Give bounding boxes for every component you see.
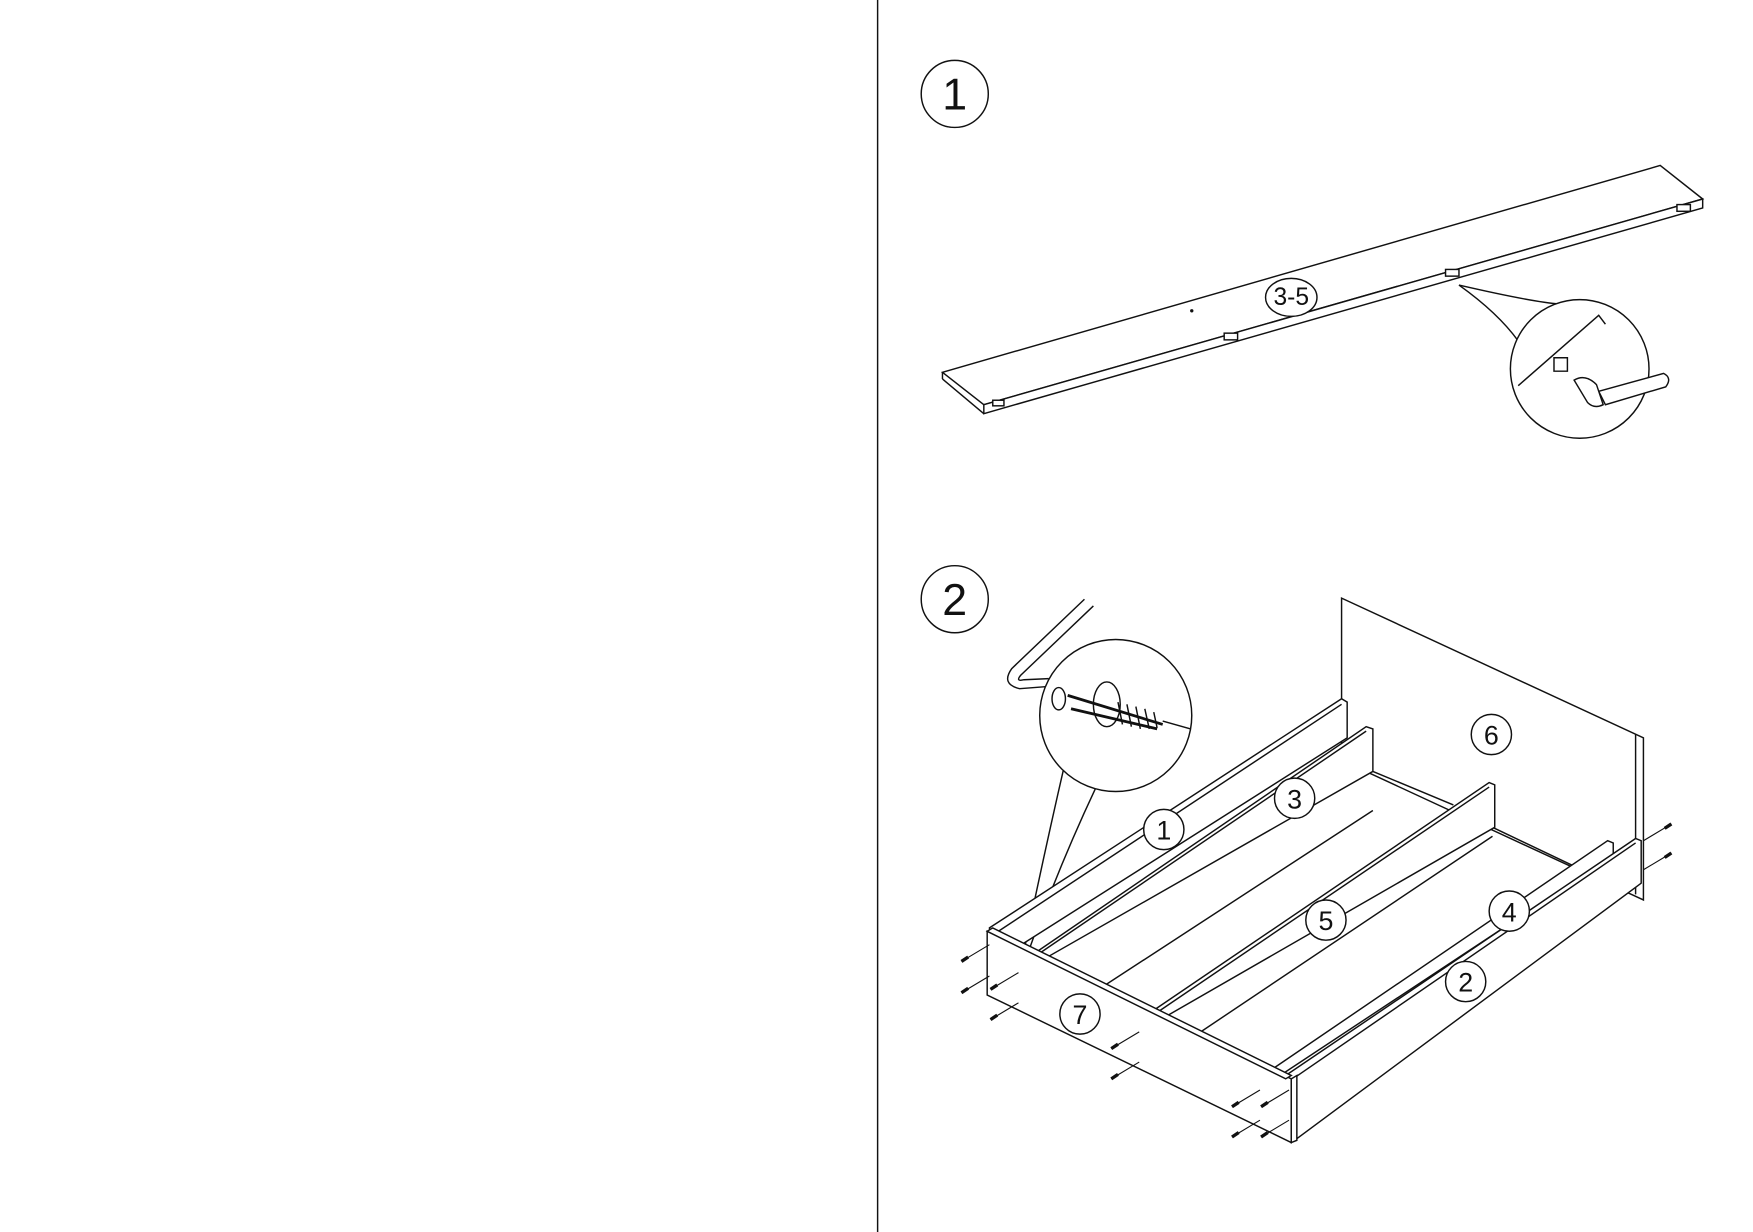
step-1-number: 1 [942, 71, 967, 120]
part-label-3: 3 [1287, 784, 1302, 814]
step-1: 1 3-5 [920, 59, 1705, 439]
part-label-7: 7 [1073, 1000, 1088, 1030]
screws [960, 822, 1673, 1139]
part-label-4: 4 [1502, 897, 1517, 927]
step-2: 2 [920, 564, 1673, 1144]
part-label-3-5 [1264, 277, 1318, 318]
step-2-number: 2 [942, 576, 967, 625]
part-label-3-5-text: 3-5 [1274, 284, 1310, 311]
part-label-2: 2 [1458, 968, 1473, 998]
panel-4-slat-rail [1273, 839, 1614, 1077]
hammer-icon [1573, 372, 1670, 408]
step-1-badge [920, 59, 990, 129]
shelf-board [940, 164, 1705, 415]
allen-key-icon [1006, 598, 1094, 690]
detail-magnifier-cam [1458, 284, 1670, 439]
step-2-badge [920, 564, 990, 634]
part-label-6: 6 [1484, 721, 1499, 751]
part-labels: 1 3 5 4 2 6 7 [1059, 713, 1531, 1035]
part-label-5: 5 [1318, 906, 1333, 936]
part-label-1: 1 [1156, 816, 1171, 846]
screw-icon [1051, 681, 1164, 731]
